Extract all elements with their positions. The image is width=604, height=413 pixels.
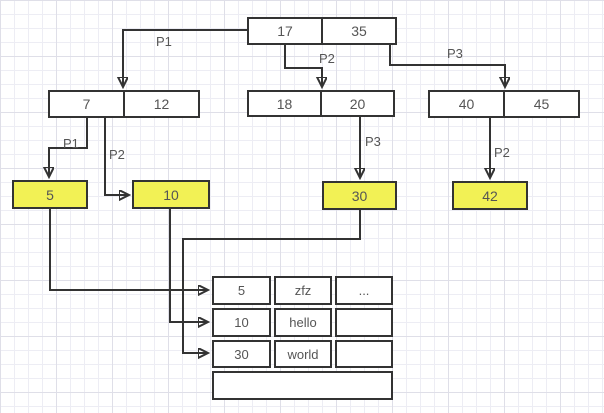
pointer-label-left-p1: P1 bbox=[63, 136, 79, 151]
wire-root-to-right-node bbox=[389, 45, 505, 86]
leaf-box-30: 30 bbox=[322, 181, 397, 210]
table-cell-value: hello bbox=[274, 308, 332, 337]
table-cell-key: 10 bbox=[212, 308, 271, 337]
wire-left-to-leaf-5 bbox=[49, 118, 88, 176]
wire-left-to-leaf-10 bbox=[104, 118, 128, 195]
node-right: 40 45 bbox=[428, 90, 580, 118]
wire-root-to-middle-node bbox=[284, 45, 322, 86]
node-left-key-2: 12 bbox=[153, 96, 170, 112]
node-root-key-1: 17 bbox=[249, 19, 323, 43]
leaf-box-10: 10 bbox=[132, 180, 210, 209]
table-cell-extra: ... bbox=[335, 276, 393, 305]
leaf-box-5: 5 bbox=[12, 180, 88, 209]
node-left-key-1: 7 bbox=[50, 92, 125, 116]
table-cell-empty bbox=[212, 371, 393, 400]
table-cell-key: 30 bbox=[212, 340, 271, 368]
node-root-key-2: 35 bbox=[351, 23, 367, 39]
wire-leaf-5-to-row-1 bbox=[49, 209, 207, 290]
table-cell-extra bbox=[335, 340, 393, 368]
pointer-label-right-p2: P2 bbox=[494, 145, 510, 160]
node-root: 17 35 bbox=[247, 17, 397, 45]
pointer-label-root-p3: P3 bbox=[447, 46, 463, 61]
pointer-label-middle-p3: P3 bbox=[365, 134, 381, 149]
table-row: 10 hello bbox=[212, 308, 393, 337]
table-row: 30 world bbox=[212, 340, 393, 368]
node-left: 7 12 bbox=[48, 90, 200, 118]
table-cell-key: 5 bbox=[212, 276, 271, 305]
pointer-label-left-p2: P2 bbox=[109, 147, 125, 162]
table-cell-extra bbox=[335, 308, 393, 337]
table-cell-value: world bbox=[274, 340, 332, 368]
node-middle-key-2: 20 bbox=[349, 95, 366, 112]
wire-root-to-left-node bbox=[123, 29, 247, 86]
node-right-key-2: 45 bbox=[533, 96, 550, 112]
node-middle-key-1: 18 bbox=[249, 92, 322, 115]
table-row: 5 zfz ... bbox=[212, 276, 393, 305]
pointer-label-root-p2: P2 bbox=[319, 51, 335, 66]
wire-leaf-10-to-row-2 bbox=[169, 209, 207, 322]
node-right-key-1: 40 bbox=[430, 92, 505, 116]
pointer-label-root-p1: P1 bbox=[156, 34, 172, 49]
leaf-box-42: 42 bbox=[452, 181, 528, 210]
node-middle: 18 20 bbox=[247, 90, 395, 117]
wire-leaf-30-to-row-3 bbox=[182, 210, 361, 353]
table-row-empty bbox=[212, 371, 393, 400]
table-cell-value: zfz bbox=[274, 276, 332, 305]
